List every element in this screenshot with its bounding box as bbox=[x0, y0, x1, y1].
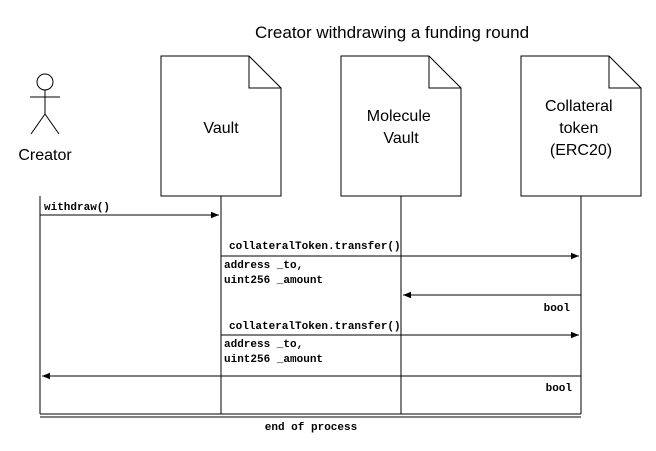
participant-molecule-vault: Molecule Vault bbox=[340, 55, 462, 197]
participant-label-line: token bbox=[559, 120, 598, 137]
creator-label: Creator bbox=[18, 147, 72, 164]
param-line: uint256 _amount bbox=[224, 275, 323, 287]
participant-label-line: Vault bbox=[383, 130, 419, 147]
withdraw-message-label: withdraw() bbox=[44, 202, 110, 214]
bool-1-return-label: bool bbox=[544, 303, 571, 315]
param-line: address _to, bbox=[224, 339, 303, 351]
participant-vault: Vault bbox=[160, 55, 282, 197]
param-line: uint256 _amount bbox=[224, 354, 323, 366]
participant-label-line: Molecule bbox=[367, 108, 431, 125]
participant-molecule-vault-label: Molecule Vault bbox=[367, 108, 435, 147]
transfer-1-message-label: collateralToken.transfer() bbox=[229, 241, 401, 253]
param-line: address _to, bbox=[224, 260, 303, 272]
stick-figure-icon bbox=[30, 73, 60, 135]
creator-actor: Creator bbox=[18, 73, 72, 164]
participant-collateral-token-label: Collateral token (ERC20) bbox=[545, 98, 617, 159]
transfer-2-message-label: collateralToken.transfer() bbox=[229, 321, 401, 333]
diagram-title: Creator withdrawing a funding round bbox=[255, 23, 529, 42]
participant-label-line: (ERC20) bbox=[550, 142, 612, 159]
transfer-1-params: address _to, uint256 _amount bbox=[224, 260, 323, 287]
participant-collateral-token: Collateral token (ERC20) bbox=[520, 55, 642, 197]
participant-vault-label: Vault bbox=[203, 120, 239, 137]
transfer-2-params: address _to, uint256 _amount bbox=[224, 339, 323, 366]
participant-label-line: Vault bbox=[203, 120, 239, 137]
participant-label-line: Collateral bbox=[545, 98, 613, 115]
bool-2-return-label: bool bbox=[546, 383, 573, 395]
end-of-process-label: end of process bbox=[265, 422, 357, 434]
